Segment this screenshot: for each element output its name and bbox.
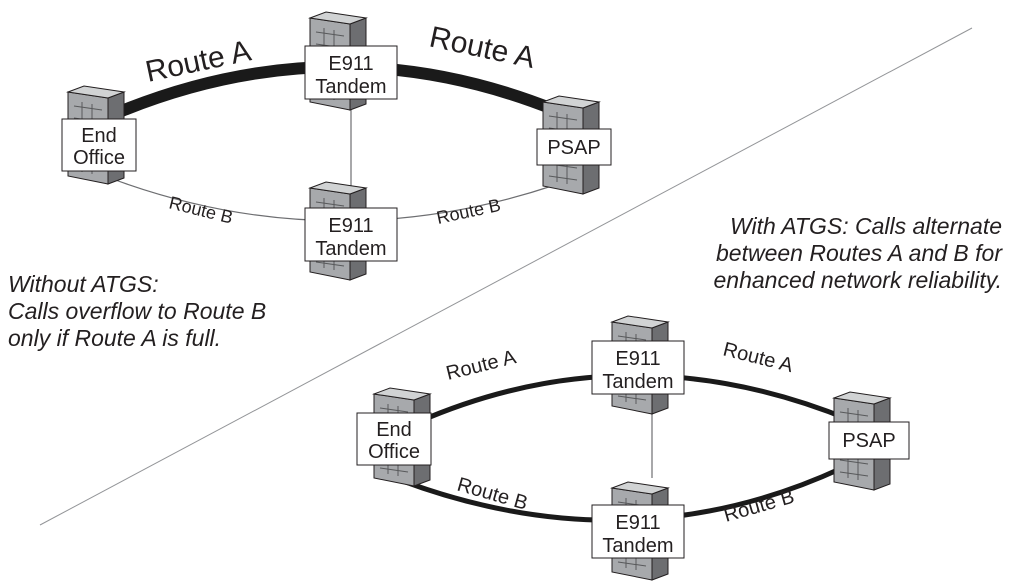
psap-text: PSAP xyxy=(842,430,895,452)
tandem-top-label: E911 Tandem xyxy=(591,340,685,395)
caption-with-atgs: With ATGS: Calls alternate between Route… xyxy=(713,213,1002,294)
diagram-without-atgs: End Office E911 Tandem PSAP E911 Tandem … xyxy=(61,11,612,281)
end-office-text: End xyxy=(81,125,117,147)
tandem-top-label: E911 Tandem xyxy=(304,45,398,100)
tandem-text: E911 xyxy=(328,215,373,237)
route-b-label: Route B xyxy=(435,195,503,228)
caption-line: Without ATGS: xyxy=(8,271,159,297)
tandem-text: E911 xyxy=(328,53,373,75)
caption-line: Calls overflow to Route B xyxy=(8,298,267,324)
caption-line: between Routes A and B for xyxy=(716,240,1002,266)
caption-without-atgs: Without ATGS: Calls overflow to Route B … xyxy=(8,271,266,352)
route-a-label: Route A xyxy=(721,339,796,378)
caption-line: With ATGS: Calls alternate xyxy=(729,213,1002,239)
tandem-text: E911 xyxy=(615,348,660,370)
end-office-text: Office xyxy=(368,441,420,463)
psap-label: PSAP xyxy=(536,128,612,166)
end-office-text: End xyxy=(376,419,412,441)
diagram-with-atgs: End Office E911 Tandem PSAP E911 Tandem … xyxy=(356,315,910,581)
end-office-text: Office xyxy=(73,147,125,169)
tandem-text: Tandem xyxy=(315,76,386,98)
tandem-text: Tandem xyxy=(602,371,673,393)
tandem-text: Tandem xyxy=(602,535,673,557)
tandem-bottom-label: E911 Tandem xyxy=(304,207,398,262)
psap-text: PSAP xyxy=(547,137,600,159)
tandem-text: Tandem xyxy=(315,238,386,260)
route-a-label: Route A xyxy=(427,21,538,75)
divider-line xyxy=(39,27,973,526)
tandem-text: E911 xyxy=(615,512,660,534)
caption-line: enhanced network reliability. xyxy=(713,267,1002,293)
caption-line: only if Route A is full. xyxy=(8,325,222,351)
route-b-label: Route B xyxy=(721,486,797,527)
route-a-label: Route A xyxy=(444,346,519,385)
tandem-bottom-label: E911 Tandem xyxy=(591,504,685,559)
end-office-label: End Office xyxy=(61,118,137,172)
psap-label: PSAP xyxy=(828,421,910,460)
route-b-label: Route B xyxy=(167,192,235,227)
end-office-label: End Office xyxy=(356,412,432,466)
